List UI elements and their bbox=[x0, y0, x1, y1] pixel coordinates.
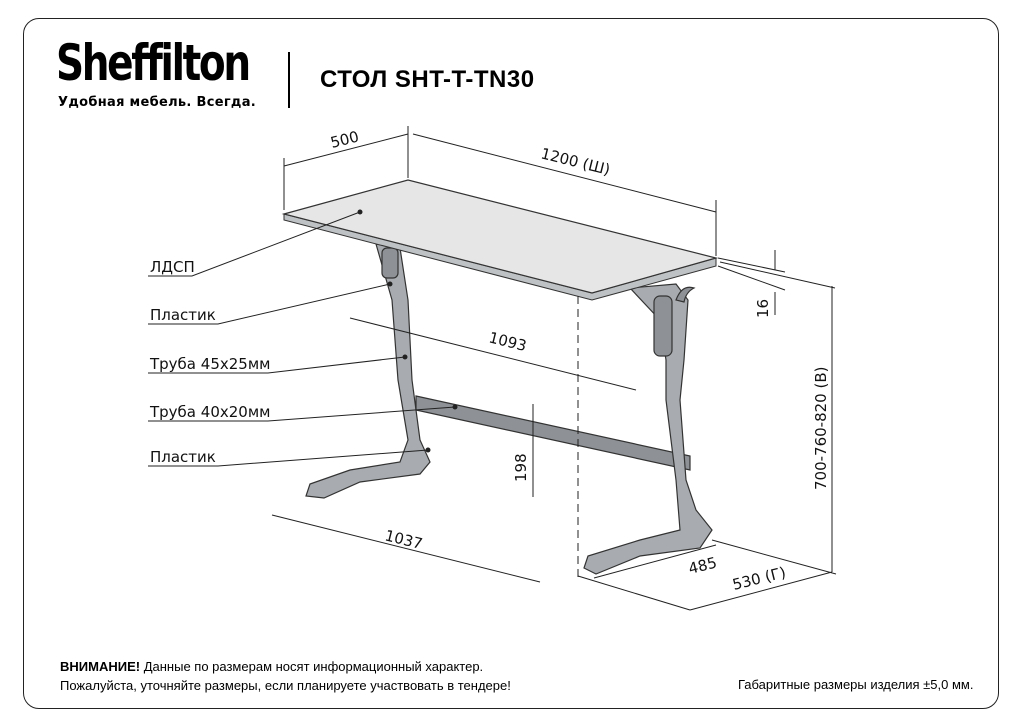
page-border bbox=[23, 18, 999, 709]
dim-depth-top: 500 bbox=[329, 127, 361, 151]
tolerance-note: Габаритные размеры изделия ±5,0 мм. bbox=[738, 677, 974, 692]
crossbar bbox=[415, 395, 691, 471]
dim-foot-inner: 485 bbox=[687, 553, 719, 577]
dim-width: 1200 (Ш) bbox=[539, 144, 612, 179]
material-label-tube-45x25: Труба 45х25мм bbox=[149, 355, 270, 373]
material-label-ldsp: ЛДСП bbox=[150, 258, 195, 276]
back-leg bbox=[305, 243, 431, 499]
dim-height: 700-760-820 (В) bbox=[812, 367, 830, 490]
material-label-plastic-foot: Пластик bbox=[150, 448, 216, 466]
dim-inner-width: 1093 bbox=[487, 328, 528, 355]
dim-crossbar-height: 198 bbox=[512, 453, 530, 482]
notice-line1: Данные по размерам носят информационный … bbox=[143, 659, 484, 674]
notice-line2: Пожалуйста, уточняйте размеры, если план… bbox=[60, 678, 511, 693]
front-leg bbox=[583, 283, 713, 575]
material-label-tube-40x20: Труба 40х20мм bbox=[149, 403, 270, 421]
leader-dots bbox=[357, 209, 458, 453]
dim-base-length: 1037 bbox=[383, 526, 424, 553]
tabletop bbox=[281, 179, 719, 301]
material-leaders bbox=[148, 211, 456, 467]
notice: ВНИМАНИЕ! Данные по размерам носят инфор… bbox=[60, 657, 511, 695]
brand-tagline: Удобная мебель. Всегда. bbox=[58, 95, 257, 110]
brand-logo: Sheffilton bbox=[56, 34, 251, 92]
notice-bold: ВНИМАНИЕ! bbox=[60, 659, 141, 674]
material-label-plastic-top: Пластик bbox=[150, 306, 216, 324]
dim-depth: 530 (Г) bbox=[731, 563, 788, 594]
header-divider bbox=[288, 52, 290, 108]
page-title: СТОЛ SHT-T-TN30 bbox=[320, 66, 535, 93]
dimension-lines bbox=[271, 126, 837, 611]
dim-thickness: 16 bbox=[754, 299, 772, 318]
